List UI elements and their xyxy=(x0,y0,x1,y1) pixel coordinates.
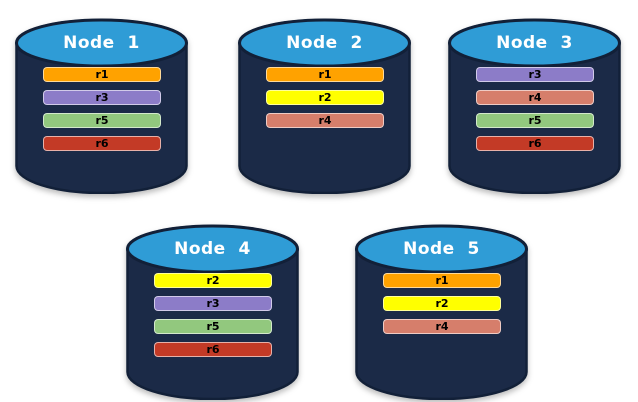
replica-bar-r1: r1 xyxy=(266,67,384,82)
replica-bar-r3: r3 xyxy=(154,296,272,311)
node-title: Node 4 xyxy=(174,239,251,259)
cylinder-top-shape xyxy=(355,224,528,274)
replica-list: r2 r3 r5 r6 xyxy=(154,273,272,365)
database-node-3: Node 3 r3 r4 r5 r6 xyxy=(446,10,623,194)
replica-list: r1 r2 r4 xyxy=(266,67,384,136)
cylinder-top-shape xyxy=(15,18,188,68)
replica-bar-r2: r2 xyxy=(154,273,272,288)
replica-bar-r6: r6 xyxy=(476,136,594,151)
replica-bar-r6: r6 xyxy=(154,342,272,357)
replica-list: r1 r3 r5 r6 xyxy=(43,67,161,159)
replica-bar-r5: r5 xyxy=(154,319,272,334)
replica-bar-r4: r4 xyxy=(476,90,594,105)
replica-bar-r4: r4 xyxy=(383,319,501,334)
node-title: Node 2 xyxy=(286,33,363,53)
database-cylinder-icon xyxy=(355,224,528,400)
cylinder-top-shape xyxy=(448,18,621,68)
replica-bar-r1: r1 xyxy=(383,273,501,288)
cylinder-top-shape xyxy=(238,18,411,68)
replica-bar-r3: r3 xyxy=(476,67,594,82)
cylinder-top-shape xyxy=(126,224,299,274)
node-title: Node 5 xyxy=(403,239,480,259)
database-node-5: Node 5 r1 r2 r4 xyxy=(353,216,530,400)
node-title: Node 1 xyxy=(63,33,140,53)
replica-bar-r2: r2 xyxy=(266,90,384,105)
replica-list: r3 r4 r5 r6 xyxy=(476,67,594,159)
replica-bar-r3: r3 xyxy=(43,90,161,105)
replica-bar-r5: r5 xyxy=(43,113,161,128)
database-node-2: Node 2 r1 r2 r4 xyxy=(236,10,413,194)
node-title: Node 3 xyxy=(496,33,573,53)
replica-list: r1 r2 r4 xyxy=(383,273,501,342)
database-node-4: Node 4 r2 r3 r5 r6 xyxy=(124,216,301,400)
replica-bar-r2: r2 xyxy=(383,296,501,311)
database-cylinder-icon xyxy=(238,18,411,194)
replica-bar-r5: r5 xyxy=(476,113,594,128)
replica-bar-r6: r6 xyxy=(43,136,161,151)
replica-bar-r4: r4 xyxy=(266,113,384,128)
database-node-1: Node 1 r1 r3 r5 r6 xyxy=(13,10,190,194)
replica-bar-r1: r1 xyxy=(43,67,161,82)
